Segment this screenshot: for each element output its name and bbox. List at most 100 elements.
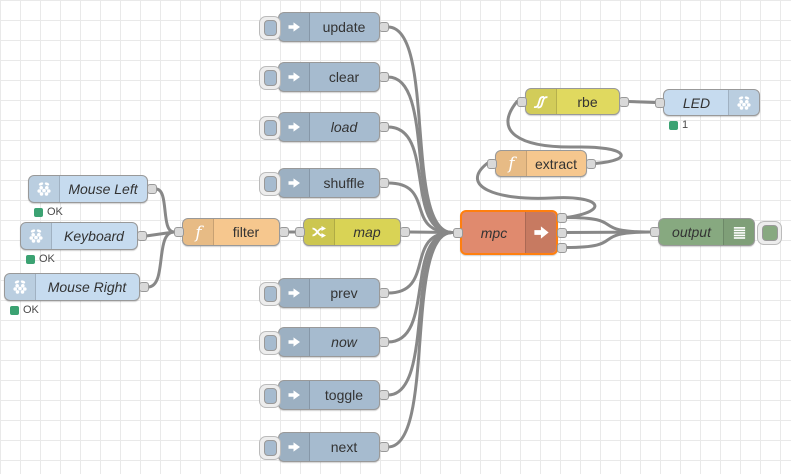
wire[interactable] bbox=[386, 181, 454, 234]
wire[interactable] bbox=[564, 230, 652, 249]
status-dot bbox=[34, 207, 43, 217]
output-port[interactable] bbox=[379, 288, 389, 298]
inject-arrow-icon bbox=[279, 328, 310, 356]
output-port[interactable] bbox=[379, 178, 389, 188]
node-rbe[interactable]: rbe bbox=[517, 88, 629, 115]
raspberry-pi-icon bbox=[728, 90, 759, 115]
node-clear[interactable]: clear bbox=[259, 62, 389, 92]
node-keyboard[interactable]: Keyboard bbox=[20, 222, 147, 250]
inject-arrow-icon bbox=[279, 433, 310, 461]
node-toggle[interactable]: toggle bbox=[259, 380, 389, 410]
node-label: Mouse Right bbox=[47, 279, 127, 295]
inject-button-face[interactable] bbox=[263, 440, 277, 456]
inject-button-face[interactable] bbox=[263, 70, 277, 86]
input-port[interactable] bbox=[517, 96, 527, 107]
output-port[interactable] bbox=[379, 442, 389, 452]
node-label: next bbox=[330, 439, 358, 455]
debug-toggle-button[interactable] bbox=[757, 221, 782, 245]
output-port[interactable] bbox=[379, 337, 389, 347]
output-port[interactable] bbox=[557, 242, 567, 253]
inject-button-face[interactable] bbox=[263, 20, 277, 36]
node-label: output bbox=[672, 224, 711, 240]
inject-button[interactable] bbox=[259, 16, 281, 40]
output-port[interactable] bbox=[619, 96, 629, 107]
node-next[interactable]: next bbox=[259, 432, 389, 462]
output-port[interactable] bbox=[586, 158, 596, 169]
node-label: extract bbox=[534, 155, 577, 172]
output-port[interactable] bbox=[557, 227, 567, 238]
node-prev[interactable]: prev bbox=[259, 278, 389, 308]
input-port[interactable] bbox=[295, 227, 305, 237]
output-port[interactable] bbox=[379, 72, 389, 82]
node-update[interactable]: update bbox=[259, 12, 389, 42]
wire[interactable] bbox=[506, 100, 623, 165]
output-port[interactable] bbox=[557, 212, 567, 223]
node-label: prev bbox=[330, 285, 358, 301]
svg-text:f: f bbox=[193, 223, 204, 242]
wire[interactable] bbox=[386, 231, 454, 449]
output-port[interactable] bbox=[379, 390, 389, 400]
node-status: OK bbox=[10, 304, 39, 316]
input-port[interactable] bbox=[487, 158, 497, 169]
input-port[interactable] bbox=[655, 97, 665, 108]
inject-button[interactable] bbox=[259, 66, 281, 90]
inject-arrow-icon bbox=[279, 169, 310, 197]
node-output[interactable]: output bbox=[650, 218, 782, 246]
inject-button[interactable] bbox=[259, 282, 281, 306]
node-extract[interactable]: f extract bbox=[487, 150, 596, 177]
inject-button-face[interactable] bbox=[263, 388, 277, 404]
wire[interactable] bbox=[386, 125, 454, 234]
input-port[interactable] bbox=[453, 227, 463, 238]
inject-button[interactable] bbox=[259, 172, 281, 196]
node-map[interactable]: map bbox=[295, 218, 410, 246]
wire[interactable] bbox=[386, 75, 454, 234]
input-port[interactable] bbox=[650, 227, 660, 237]
node-label: load bbox=[330, 119, 358, 135]
wire[interactable] bbox=[564, 216, 652, 234]
wire[interactable] bbox=[475, 162, 597, 219]
node-label: mpc bbox=[480, 224, 508, 241]
output-port[interactable] bbox=[147, 184, 157, 194]
inject-button[interactable] bbox=[259, 436, 281, 460]
output-port[interactable] bbox=[379, 122, 389, 132]
input-port[interactable] bbox=[174, 227, 184, 237]
inject-button-face[interactable] bbox=[263, 335, 277, 351]
raspberry-pi-icon bbox=[5, 274, 36, 300]
inject-button-face[interactable] bbox=[263, 176, 277, 192]
output-port[interactable] bbox=[137, 231, 147, 241]
inject-button[interactable] bbox=[259, 331, 281, 355]
node-shuffle[interactable]: shuffle bbox=[259, 168, 389, 198]
output-port[interactable] bbox=[139, 282, 149, 292]
status-text: 1 bbox=[682, 119, 689, 131]
wire[interactable] bbox=[146, 230, 176, 289]
node-status: OK bbox=[26, 253, 55, 265]
node-mpc[interactable]: mpc bbox=[453, 210, 567, 255]
debug-icon bbox=[723, 219, 754, 245]
node-label: update bbox=[322, 19, 366, 35]
inject-button-face[interactable] bbox=[263, 120, 277, 136]
node-label: clear bbox=[328, 69, 360, 85]
node-now[interactable]: now bbox=[259, 327, 389, 357]
svg-text:f: f bbox=[506, 154, 517, 173]
debug-toggle-face[interactable] bbox=[761, 225, 778, 241]
rbe-icon bbox=[526, 89, 557, 114]
output-port[interactable] bbox=[279, 227, 289, 237]
node-mouse_right[interactable]: Mouse Right bbox=[4, 273, 149, 301]
inject-button[interactable] bbox=[259, 384, 281, 408]
output-port[interactable] bbox=[400, 227, 410, 237]
inject-button[interactable] bbox=[259, 116, 281, 140]
wire[interactable] bbox=[626, 100, 657, 104]
node-led[interactable]: LED bbox=[655, 89, 760, 116]
node-mouse_left[interactable]: Mouse Left bbox=[28, 175, 157, 203]
inject-arrow-icon bbox=[279, 13, 310, 41]
wire[interactable] bbox=[386, 25, 454, 234]
inject-button-face[interactable] bbox=[263, 286, 277, 302]
wire[interactable] bbox=[154, 187, 176, 234]
output-port[interactable] bbox=[379, 22, 389, 32]
mpc-arrow-icon bbox=[525, 212, 556, 253]
node-load[interactable]: load bbox=[259, 112, 389, 142]
function-icon: f bbox=[183, 219, 214, 245]
wire[interactable] bbox=[386, 231, 454, 397]
